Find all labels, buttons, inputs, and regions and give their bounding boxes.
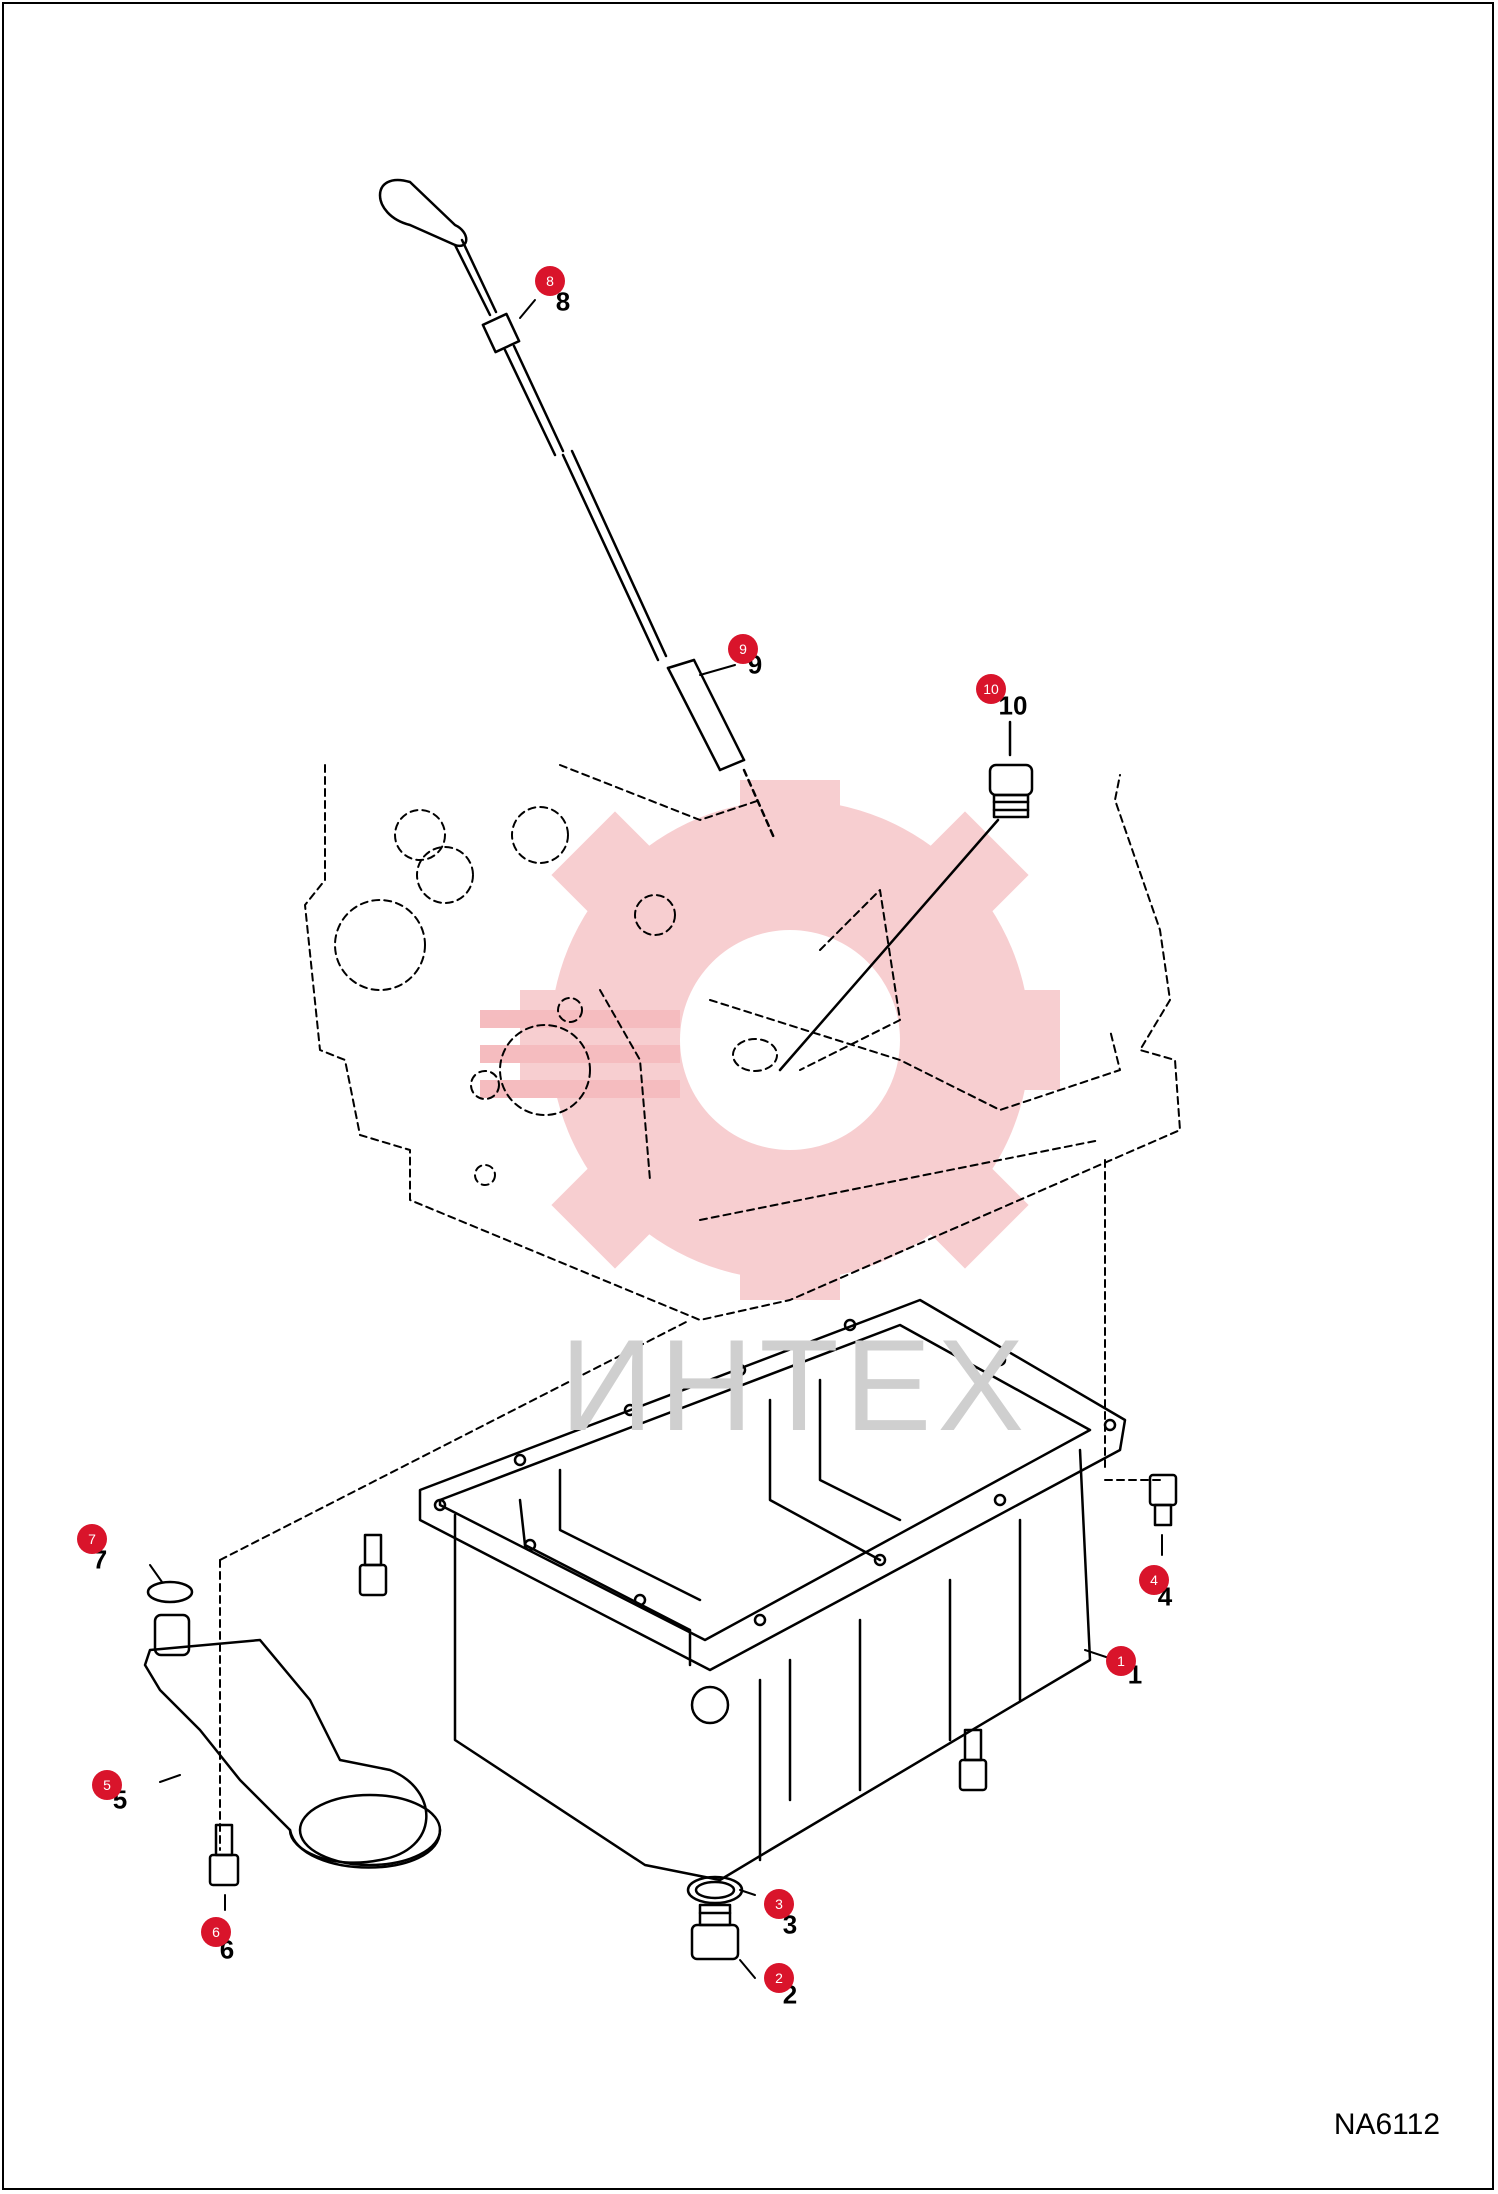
pan-bolt bbox=[958, 1728, 988, 1792]
pan-bolt bbox=[358, 1533, 388, 1597]
callout-part-8[interactable]: 8 bbox=[535, 266, 565, 296]
pan-bolt bbox=[1148, 1473, 1178, 1527]
watermark-gear-icon bbox=[480, 780, 1060, 1300]
part-label-8: 8 bbox=[555, 286, 571, 317]
drain-plug bbox=[690, 1903, 740, 1961]
filler-plug bbox=[778, 720, 1034, 1072]
callout-part-4[interactable]: 4 bbox=[1139, 1565, 1169, 1595]
oil-strainer bbox=[143, 1613, 442, 1869]
callout-part-3[interactable]: 3 bbox=[764, 1889, 794, 1919]
dipstick-guide-tube bbox=[666, 658, 777, 842]
callout-part-6[interactable]: 6 bbox=[201, 1917, 231, 1947]
callout-part-1[interactable]: 1 bbox=[1106, 1646, 1136, 1676]
engine-block-outline bbox=[219, 764, 1181, 1851]
o-ring bbox=[146, 1580, 194, 1604]
watermark-text: ИНТЕХ bbox=[560, 1312, 1031, 1458]
drain-plug-gasket bbox=[686, 1875, 744, 1905]
dipstick bbox=[378, 178, 668, 662]
oil-pan bbox=[418, 1298, 1127, 1882]
callout-part-7[interactable]: 7 bbox=[77, 1524, 107, 1554]
callout-part-5[interactable]: 5 bbox=[92, 1770, 122, 1800]
strainer-bolt bbox=[208, 1823, 240, 1887]
callout-part-9[interactable]: 9 bbox=[728, 634, 758, 664]
diagram-code: NA6112 bbox=[1333, 2108, 1440, 2141]
callout-part-2[interactable]: 2 bbox=[764, 1963, 794, 1993]
callout-part-10[interactable]: 10 bbox=[976, 674, 1006, 704]
